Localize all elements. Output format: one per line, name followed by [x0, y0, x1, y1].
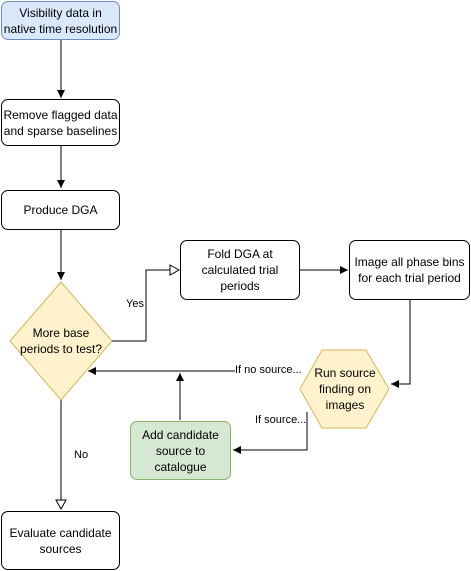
node-produce-dga: Produce DGA — [1, 190, 120, 230]
node-add-candidate: Add candidate source to catalogue — [130, 421, 231, 480]
edge-decision-yes-to-fold — [112, 264, 181, 342]
edge-source-to-add — [233, 412, 308, 454]
edge-label-no: No — [74, 449, 89, 462]
node-visibility-data: Visibility data in native time resolutio… — [1, 1, 120, 40]
edge-label-yes: Yes — [126, 298, 144, 311]
decision-label: More base periods to test? — [19, 326, 103, 356]
edge-label-if-source: If source... — [255, 414, 307, 427]
edge-label-if-no-source: If no source... — [235, 364, 302, 377]
source-finding-label: Run source finding on images — [314, 366, 376, 412]
node-fold-dga: Fold DGA at calculated trial periods — [180, 240, 300, 300]
node-evaluate: Evaluate candidate sources — [1, 511, 120, 570]
edge-image-to-source-finding — [391, 300, 411, 388]
source-finding-hexagon — [299, 349, 390, 429]
node-remove-flagged: Remove flagged data and sparse baselines — [1, 99, 120, 146]
node-image-bins: Image all phase bins for each trial peri… — [349, 240, 470, 300]
